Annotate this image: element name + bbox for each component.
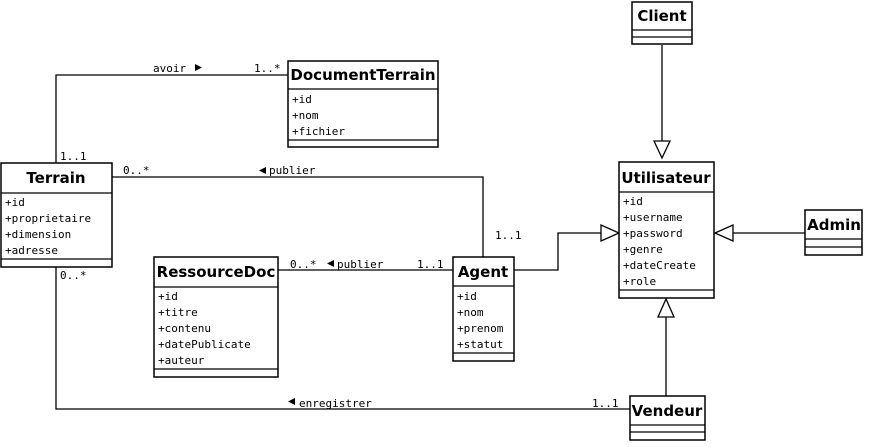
class-name-utilisateur: Utilisateur	[621, 169, 711, 187]
generalization-admin-utilisateur	[713, 223, 805, 243]
multiplicity-terrain-publier: 0..*	[123, 164, 150, 177]
multiplicity-terrain-enregistrer: 0..*	[60, 269, 87, 282]
class-name-vendeur: Vendeur	[632, 402, 703, 420]
association-enregistrer: enregistrer 0..* 1..1	[55, 267, 630, 410]
class-client[interactable]: Client	[631, 1, 693, 45]
attribute-proprietaire: +proprietaire	[5, 212, 91, 225]
class-admin[interactable]: Admin	[804, 209, 863, 256]
association-avoir: avoir 1..1 1..*	[55, 62, 288, 163]
class-name-admin: Admin	[807, 216, 861, 234]
association-label-publier-ressource: publier	[337, 258, 384, 271]
attribute-contenu: +contenu	[158, 322, 211, 335]
attribute-adresse: +adresse	[5, 244, 58, 257]
attribute-id: +id	[623, 195, 643, 208]
attribute-id: +id	[457, 290, 477, 303]
attribute-dimension: +dimension	[5, 228, 71, 241]
class-agent[interactable]: Agent +id +nom +prenom +statut	[452, 256, 515, 362]
inheritance-arrow-icon	[713, 223, 734, 243]
association-label-enregistrer: enregistrer	[299, 397, 372, 410]
attribute-auteur: +auteur	[158, 354, 205, 367]
generalization-vendeur-utilisateur	[656, 297, 676, 396]
generalization-agent-utilisateur	[514, 223, 621, 271]
direction-arrow-icon	[327, 260, 334, 267]
multiplicity-document-avoir: 1..*	[254, 62, 281, 75]
attribute-id: +id	[292, 93, 312, 106]
class-document-terrain[interactable]: DocumentTerrain +id +nom +fichier	[287, 60, 439, 148]
attribute-id: +id	[158, 290, 178, 303]
attribute-role: +role	[623, 275, 656, 288]
attribute-prenom: +prenom	[457, 322, 504, 335]
class-ressource-doc[interactable]: RessourceDoc +id +titre +contenu +datePu…	[153, 256, 279, 378]
class-name-client: Client	[637, 7, 686, 25]
multiplicity-ressource-publier: 0..*	[290, 258, 317, 271]
attribute-date-create: +dateCreate	[623, 259, 696, 272]
inheritance-arrow-icon	[652, 140, 672, 160]
class-name-ressource-doc: RessourceDoc	[157, 263, 276, 281]
association-label-avoir: avoir	[153, 62, 186, 75]
inheritance-arrow-icon	[600, 223, 621, 243]
class-terrain[interactable]: Terrain +id +proprietaire +dimension +ad…	[0, 162, 113, 268]
attribute-fichier: +fichier	[292, 125, 345, 138]
multiplicity-agent-publier-ressource: 1..1	[417, 258, 444, 271]
association-label-publier: publier	[269, 164, 316, 177]
class-name-agent: Agent	[458, 263, 508, 281]
attribute-password: +password	[623, 227, 683, 240]
direction-arrow-icon	[288, 398, 295, 405]
attribute-statut: +statut	[457, 338, 503, 351]
inheritance-arrow-icon	[656, 297, 676, 318]
multiplicity-terrain-avoir: 1..1	[60, 150, 87, 163]
direction-arrow-icon	[259, 167, 266, 174]
attribute-genre: +genre	[623, 243, 663, 256]
attribute-nom: +nom	[292, 109, 319, 122]
attribute-titre: +titre	[158, 306, 198, 319]
class-name-document-terrain: DocumentTerrain	[290, 66, 435, 84]
generalization-client-utilisateur	[652, 45, 672, 160]
direction-arrow-icon	[195, 64, 202, 71]
association-publier-ressource: publier 0..* 1..1	[278, 258, 453, 271]
attribute-id: +id	[5, 196, 25, 209]
class-utilisateur[interactable]: Utilisateur +id +username +password +gen…	[618, 161, 715, 299]
multiplicity-vendeur-enregistrer: 1..1	[592, 397, 619, 410]
class-vendeur[interactable]: Vendeur	[629, 395, 706, 441]
multiplicity-agent-publier-terrain: 1..1	[495, 229, 522, 242]
attribute-nom: +nom	[457, 306, 484, 319]
association-publier-terrain: publier 0..* 1..1	[112, 164, 522, 262]
class-name-terrain: Terrain	[26, 169, 85, 187]
attribute-username: +username	[623, 211, 683, 224]
attribute-date-publicate: +datePublicate	[158, 338, 251, 351]
